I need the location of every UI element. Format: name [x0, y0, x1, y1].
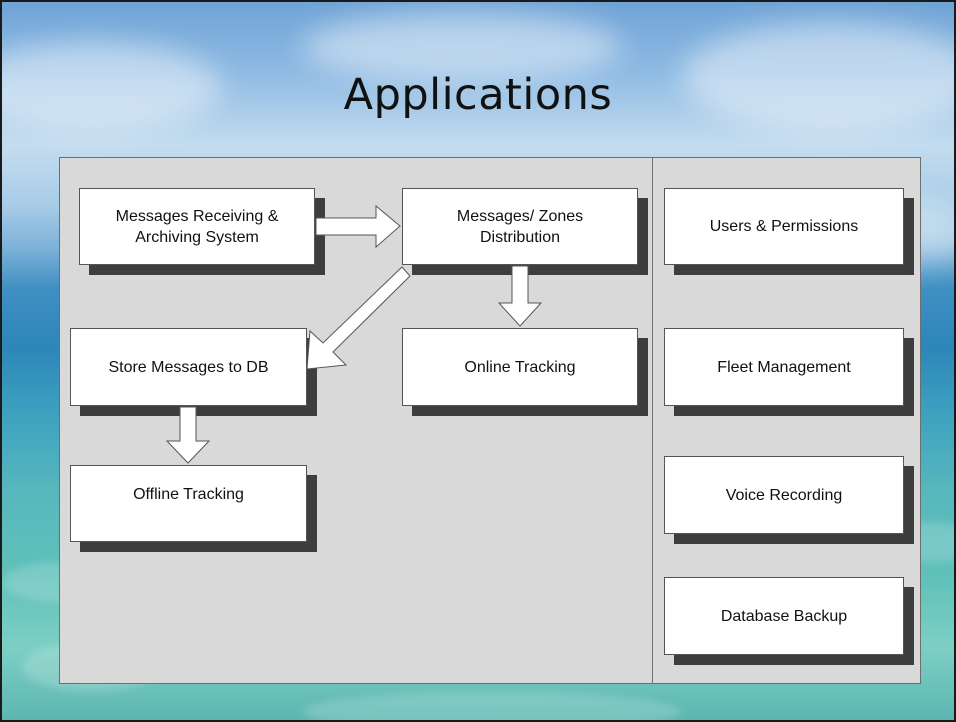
node-database-backup: Database Backup — [664, 577, 904, 655]
cloud-shape — [2, 42, 222, 132]
node-label: Online Tracking — [464, 358, 576, 376]
node-label: Messages Receiving & Archiving System — [115, 207, 279, 246]
panel-divider — [652, 157, 653, 684]
node-users-permissions: Users & Permissions — [664, 188, 904, 265]
node-store-messages: Store Messages to DB — [70, 328, 307, 406]
cloud-shape — [682, 22, 954, 132]
node-label: Offline Tracking — [133, 486, 244, 503]
node-label: Store Messages to DB — [108, 358, 269, 376]
node-offline-tracking: Offline Tracking — [70, 465, 307, 542]
node-label: Messages/ Zones Distribution — [456, 207, 584, 246]
arrow-right-icon — [315, 204, 401, 249]
node-fleet-management: Fleet Management — [664, 328, 904, 406]
arrow-down-icon — [497, 265, 543, 327]
node-messages-receiving: Messages Receiving & Archiving System — [79, 188, 315, 265]
node-voice-recording: Voice Recording — [664, 456, 904, 534]
node-label: Users & Permissions — [709, 218, 859, 235]
arrow-diagonal-icon — [306, 266, 411, 370]
node-online-tracking: Online Tracking — [402, 328, 638, 406]
node-zones-distribution: Messages/ Zones Distribution — [402, 188, 638, 265]
cloud-shape — [302, 12, 622, 82]
arrow-down-icon — [165, 406, 211, 464]
node-label: Fleet Management — [717, 358, 851, 376]
node-label: Database Backup — [720, 607, 848, 625]
slide-title: Applications — [343, 70, 613, 120]
node-label: Voice Recording — [725, 486, 843, 504]
wave-shape — [302, 692, 682, 720]
